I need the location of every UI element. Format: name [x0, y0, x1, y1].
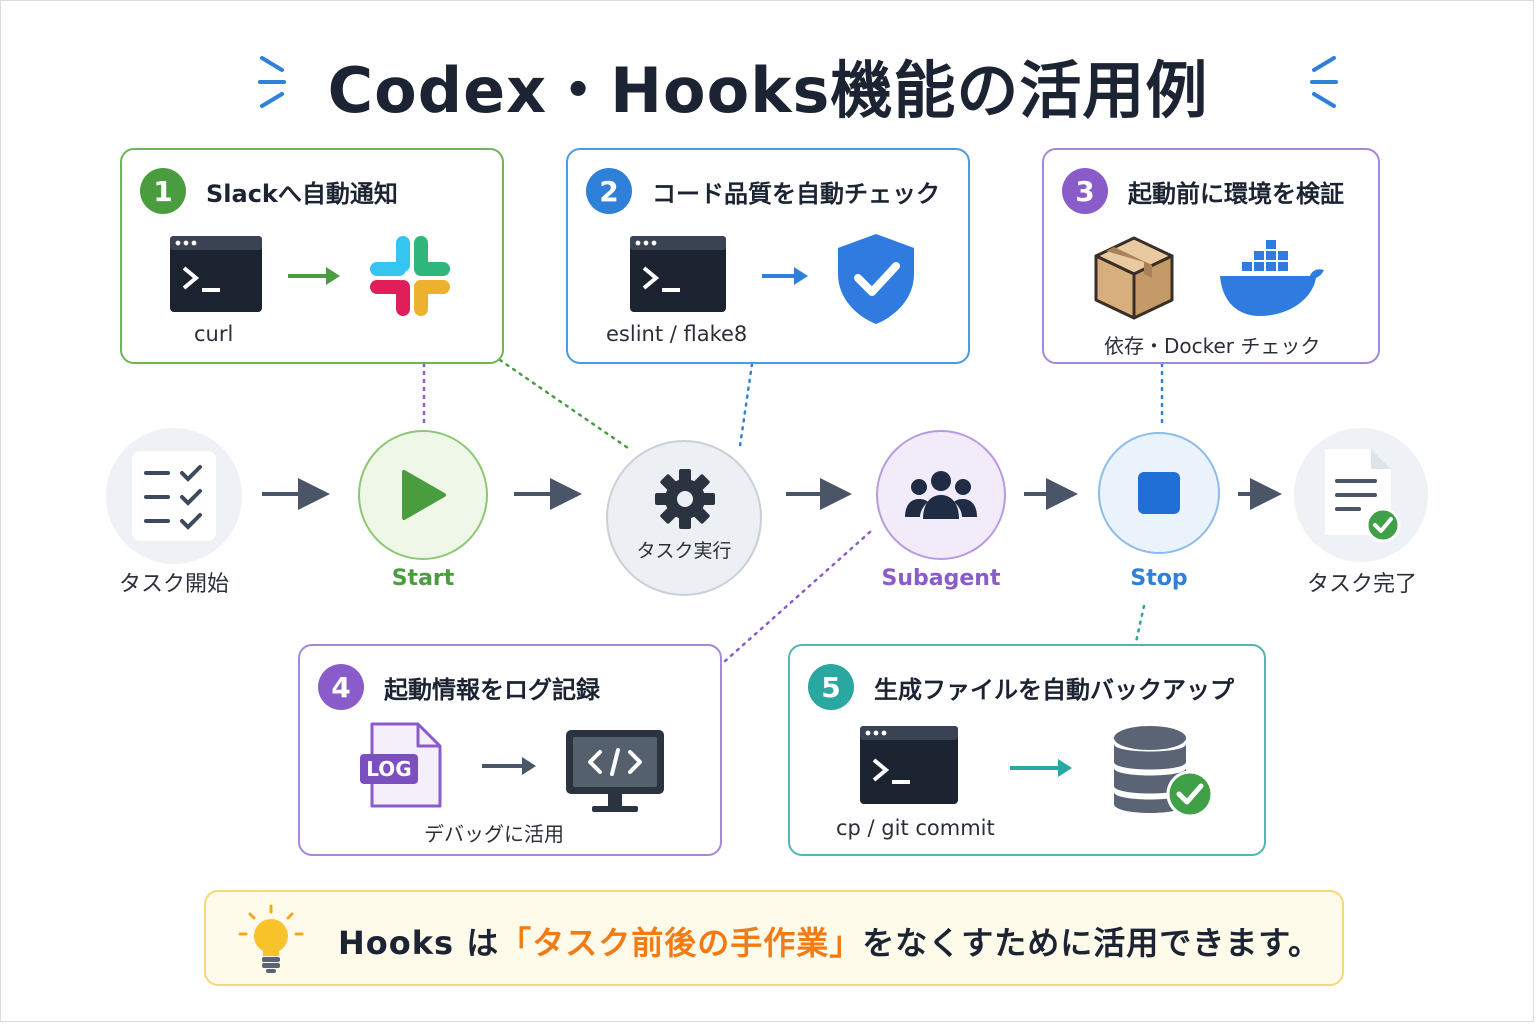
- tip-text: Hooks は「タスク前後の手作業」をなくすために活用できます。: [338, 918, 1321, 964]
- card-auto-backup: 5 生成ファイルを自動バックアップ cp / git commit: [788, 644, 1266, 856]
- slack-icon: [370, 236, 450, 316]
- step-number: 3: [1062, 168, 1108, 214]
- step-number: 1: [140, 168, 186, 214]
- terminal-icon: [860, 726, 958, 804]
- code-monitor-icon: [566, 730, 664, 812]
- sparkle-right-icon: [1310, 56, 1338, 108]
- terminal-icon: [170, 236, 262, 312]
- card-slack-notify: 1 Slackへ自動通知 curl: [120, 148, 504, 364]
- arrow-right-icon: [1010, 759, 1072, 777]
- task-start-label: タスク開始: [118, 572, 229, 597]
- card-caption: curl: [194, 322, 234, 346]
- task-done-node: [1294, 428, 1428, 562]
- card-caption: 依存・Docker チェック: [1104, 334, 1321, 358]
- task-run-label: タスク実行: [636, 540, 732, 562]
- shield-check-icon: [838, 234, 914, 324]
- card-title: 起動情報をログ記録: [384, 675, 600, 704]
- docker-whale-icon: [1220, 240, 1324, 316]
- card-log-record: 4 起動情報をログ記録 LOG デバッグに活用: [298, 644, 722, 856]
- arrow-right-icon: [482, 757, 536, 775]
- task-run-node: タスク実行: [606, 440, 762, 596]
- tip-highlight: 「タスク前後の手作業」: [499, 924, 863, 962]
- card-title: コード品質を自動チェック: [652, 179, 940, 208]
- step-number: 5: [808, 664, 854, 710]
- document-check-icon: [1325, 449, 1401, 543]
- stop-square-icon: [1138, 472, 1180, 514]
- task-done-label: タスク完了: [1306, 572, 1417, 597]
- subagent-label: Subagent: [881, 566, 1001, 591]
- connector-c2-run: [738, 362, 754, 448]
- tip-prefix: Hooks は: [338, 924, 500, 962]
- card-env-verify: 3 起動前に環境を検証 依存・Docker チェック: [1042, 148, 1380, 364]
- task-start-node: [106, 428, 242, 564]
- step-number: 2: [586, 168, 632, 214]
- page-title: Codex・Hooks機能の活用例: [327, 54, 1209, 127]
- sparkle-left-icon: [258, 56, 286, 108]
- step-number: 4: [318, 664, 364, 710]
- stop-node: [1098, 432, 1220, 554]
- arrow-right-icon: [288, 267, 340, 285]
- card-title: Slackへ自動通知: [206, 179, 398, 208]
- users-group-icon: [905, 471, 977, 519]
- log-badge: LOG: [360, 754, 418, 784]
- start-node: [358, 430, 488, 560]
- terminal-icon: [630, 236, 726, 312]
- subagent-node: [876, 430, 1006, 560]
- gear-icon: [655, 469, 715, 529]
- start-label: Start: [391, 566, 455, 591]
- card-title: 起動前に環境を検証: [1128, 179, 1344, 208]
- arrow-right-icon: [762, 267, 808, 285]
- package-box-icon: [1094, 236, 1174, 320]
- card-code-quality: 2 コード品質を自動チェック eslint / flake8: [566, 148, 970, 364]
- connector-stop-c5: [1134, 604, 1146, 644]
- card-title: 生成ファイルを自動バックアップ: [874, 675, 1234, 704]
- tip-box: Hooks は「タスク前後の手作業」をなくすために活用できます。: [204, 890, 1344, 986]
- checklist-icon: [132, 451, 216, 541]
- log-file-icon: LOG: [360, 722, 442, 808]
- card-caption: cp / git commit: [836, 816, 995, 840]
- tip-suffix: をなくすために活用できます。: [862, 924, 1322, 962]
- lightbulb-icon: [238, 904, 304, 973]
- connector-c1-run: [498, 358, 630, 450]
- database-check-icon: [1114, 726, 1214, 818]
- card-caption: デバッグに活用: [424, 822, 564, 846]
- connector-sub-c4: [722, 530, 872, 664]
- card-caption: eslint / flake8: [606, 322, 748, 346]
- stop-label: Stop: [1130, 566, 1188, 591]
- play-icon: [402, 470, 446, 520]
